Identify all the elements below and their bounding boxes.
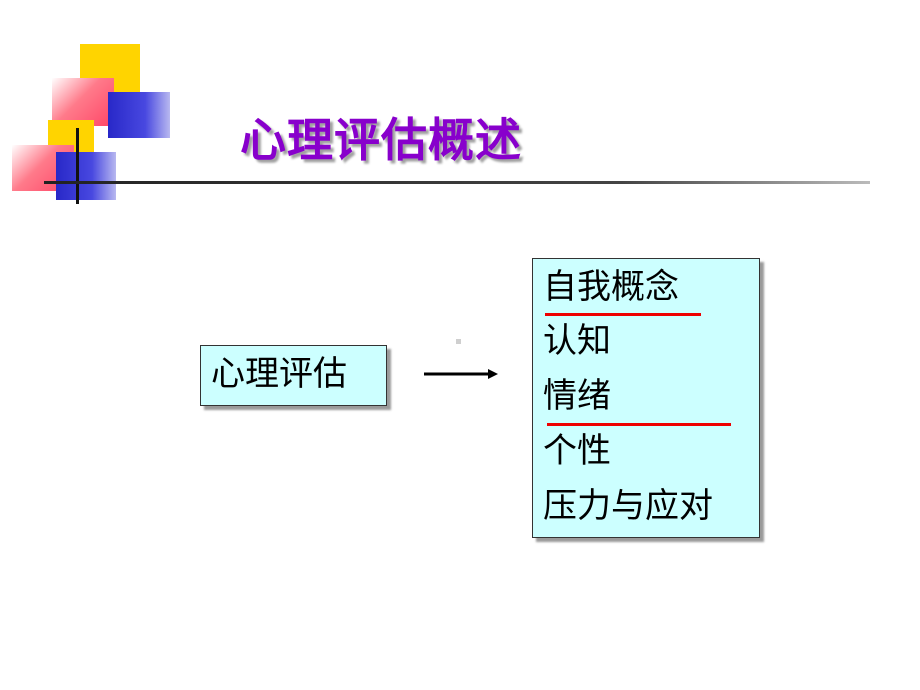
title-underline-rule (44, 181, 870, 184)
source-label: 心理评估 (211, 354, 347, 394)
blue-square-bottom (56, 152, 116, 200)
list-item-emotion: 情绪 (543, 376, 611, 416)
pink-square-top (52, 78, 114, 126)
stray-dot (456, 339, 461, 344)
red-underline (547, 423, 731, 426)
list-item-personality: 个性 (543, 431, 611, 471)
list-item-stress-coping: 压力与应对 (543, 486, 713, 526)
vertical-rule (76, 128, 79, 204)
source-box: 心理评估 (200, 345, 387, 406)
slide-title: 心理评估概述 (240, 113, 522, 167)
corner-block-decoration (0, 0, 200, 215)
red-underline (545, 313, 701, 316)
right-arrow-icon (424, 369, 498, 379)
target-list-box: 自我概念 认知 情绪 个性 压力与应对 (532, 258, 760, 538)
blue-square-top (108, 92, 170, 138)
list-item-self-concept: 自我概念 (543, 267, 679, 307)
list-item-cognition: 认知 (543, 321, 611, 361)
